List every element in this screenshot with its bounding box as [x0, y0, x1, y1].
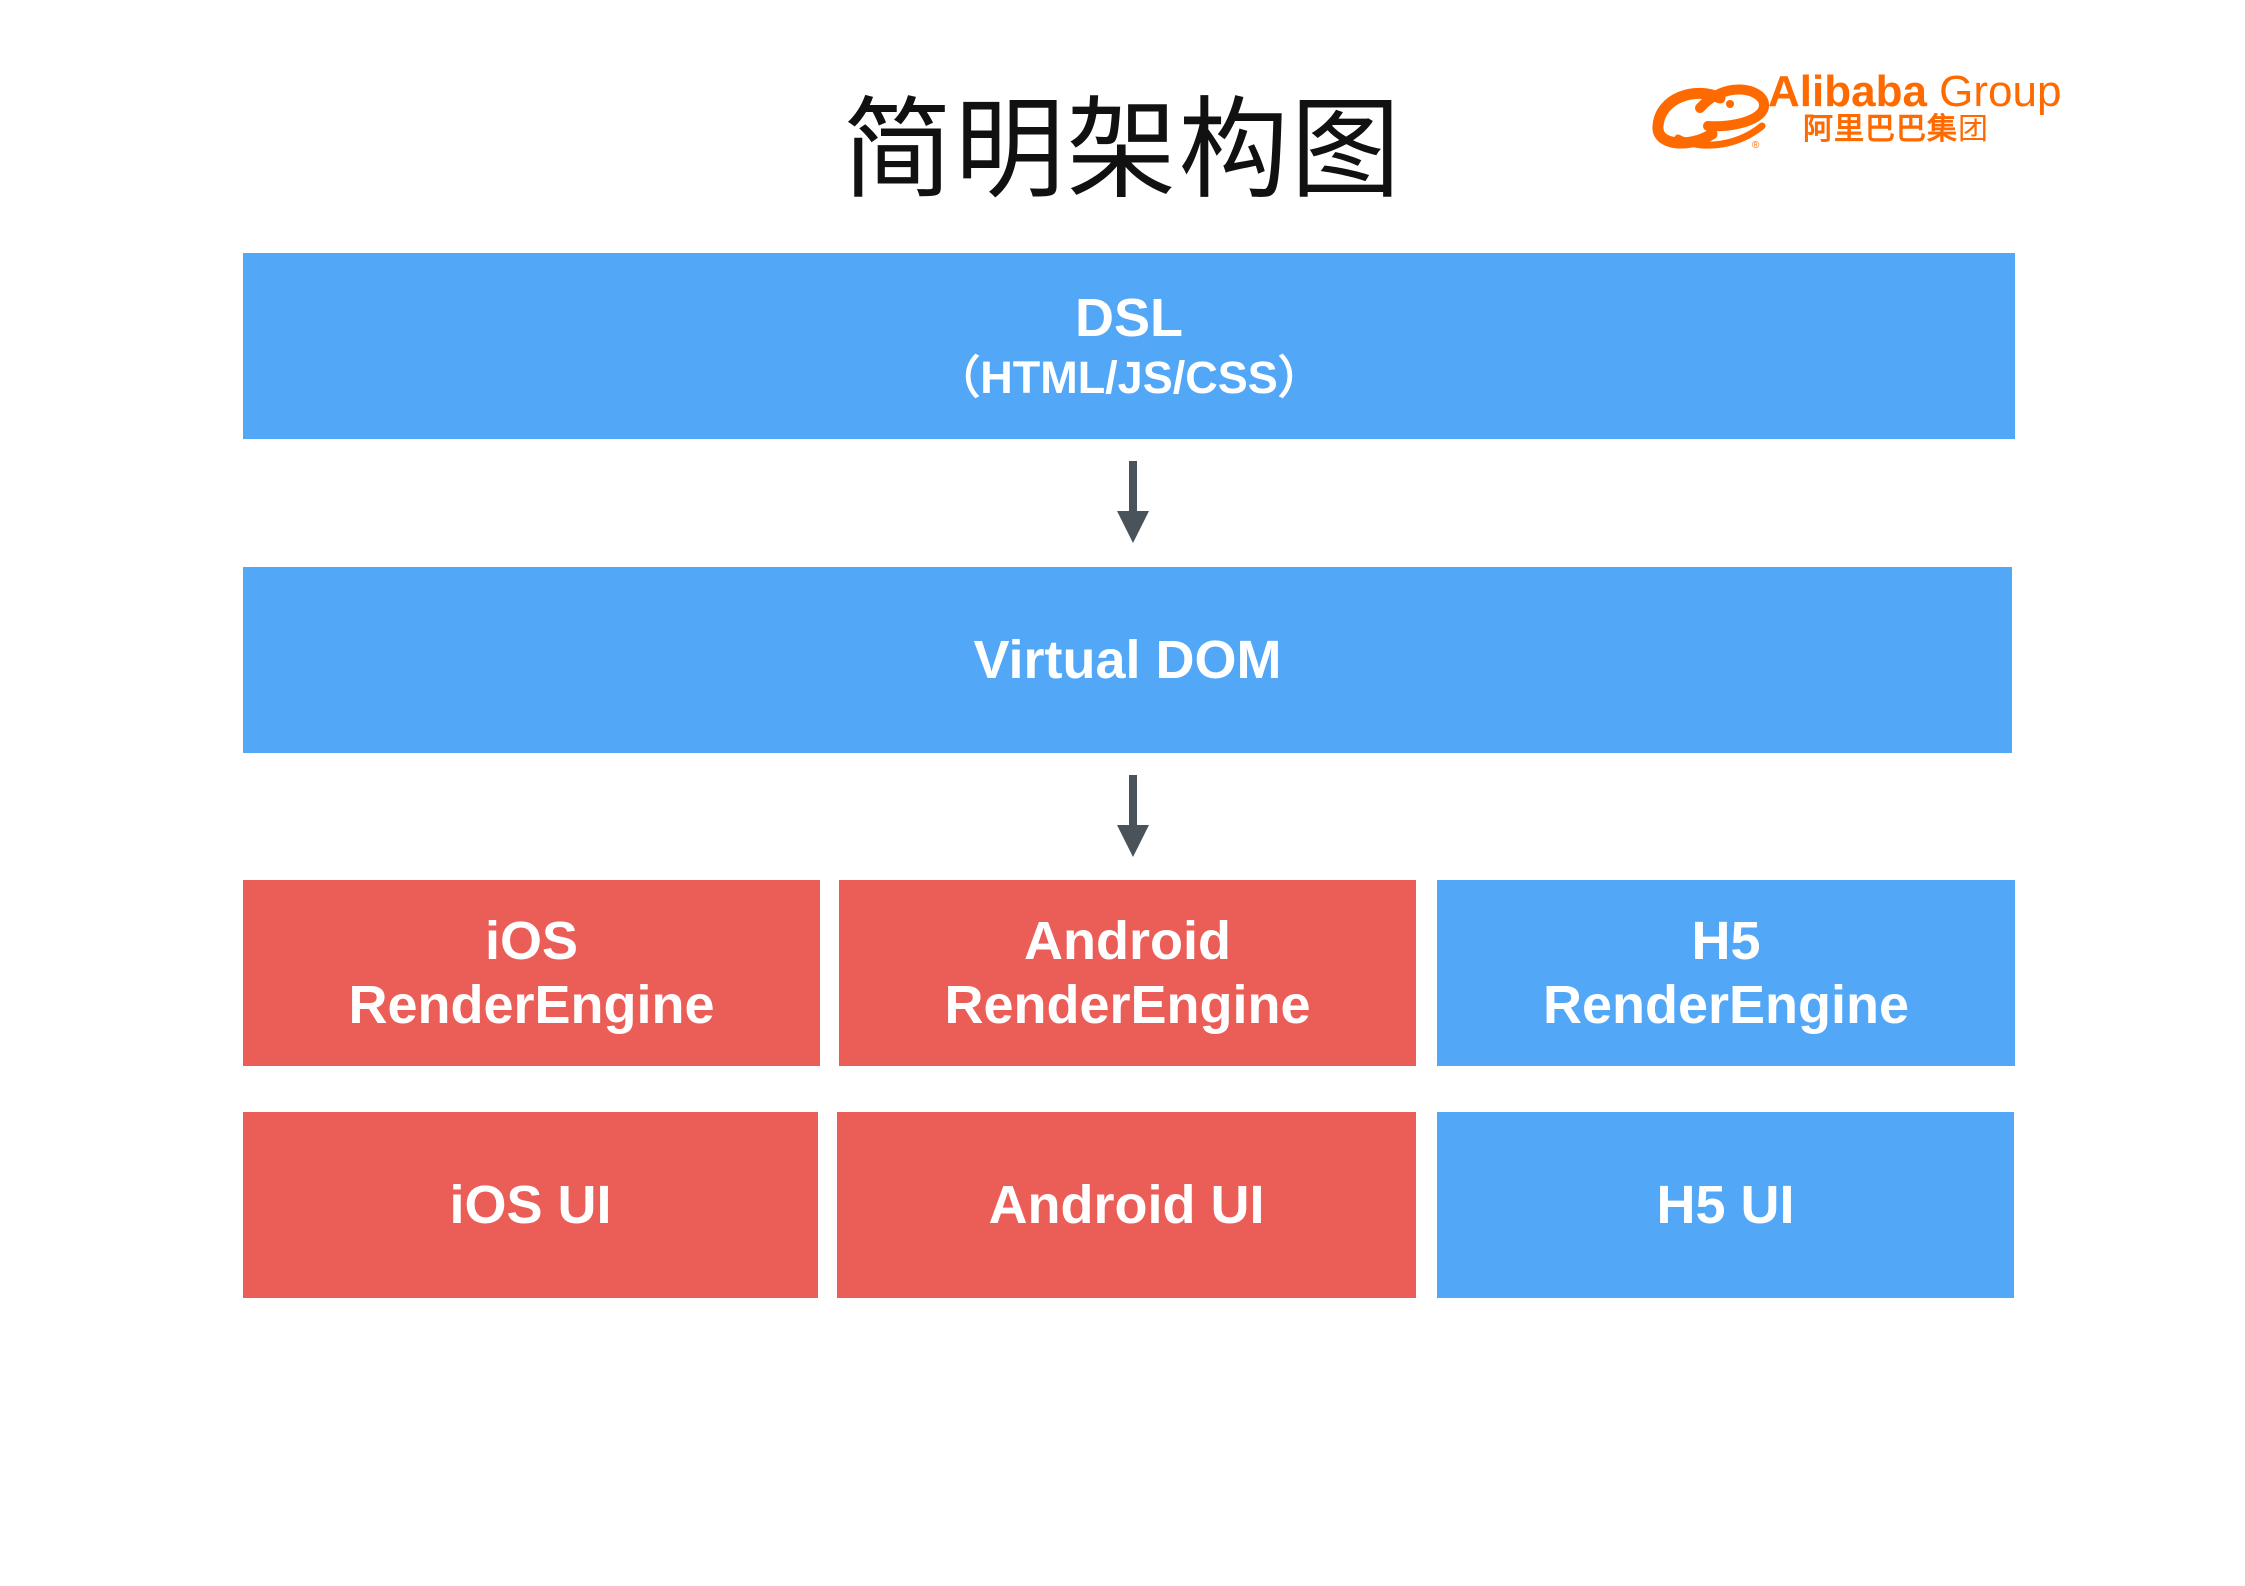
alibaba-smile-icon: ®: [1652, 84, 1769, 150]
virtual-dom-label: Virtual DOM: [973, 630, 1282, 690]
ios-ui-box: iOS UI: [243, 1112, 818, 1298]
logo-brand: Alibaba: [1768, 67, 1927, 116]
logo-group: Group: [1939, 67, 2062, 116]
page-title: 简明架构图: [842, 86, 1403, 214]
engine-label: RenderEngine: [348, 975, 715, 1035]
dsl-subtitle: （HTML/JS/CSS）: [935, 352, 1323, 403]
dsl-box: DSL （HTML/JS/CSS）: [243, 253, 2015, 439]
engine-platform: Android: [1024, 911, 1231, 971]
alibaba-group-logo: ® Alibaba Group 阿里巴巴集团: [1650, 64, 2100, 154]
logo-chinese: 阿里巴巴集团: [1803, 112, 1989, 148]
ui-label: iOS UI: [449, 1175, 612, 1235]
h5-ui-box: H5 UI: [1437, 1112, 2014, 1298]
engine-platform: iOS: [484, 911, 579, 971]
engine-label: RenderEngine: [944, 975, 1311, 1035]
android-render-engine-box: Android RenderEngine: [839, 880, 1416, 1066]
android-ui-box: Android UI: [837, 1112, 1416, 1298]
h5-render-engine-box: H5 RenderEngine: [1437, 880, 2015, 1066]
engine-platform: H5: [1691, 911, 1761, 971]
registered-mark: ®: [1752, 140, 1760, 150]
ui-label: Android UI: [988, 1175, 1265, 1235]
virtual-dom-box: Virtual DOM: [243, 567, 2012, 753]
ui-label: H5 UI: [1656, 1175, 1795, 1235]
dsl-title: DSL: [1075, 288, 1183, 348]
logo-wordmark: Alibaba Group: [1768, 66, 2061, 118]
logo-chinese-tail: 团: [1958, 113, 1989, 146]
engine-label: RenderEngine: [1542, 975, 1910, 1035]
down-arrow-icon: [1117, 461, 1149, 543]
down-arrow-icon: [1117, 775, 1149, 857]
logo-chinese-main: 阿里巴巴集: [1803, 113, 1958, 146]
ios-render-engine-box: iOS RenderEngine: [243, 880, 820, 1066]
